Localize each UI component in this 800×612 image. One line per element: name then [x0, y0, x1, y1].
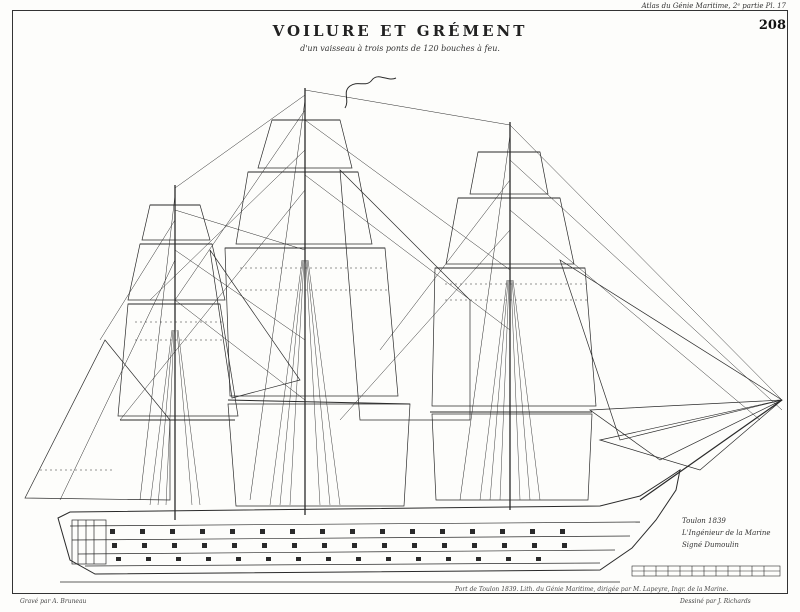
signature-line1: L'Ingénieur de la Marine — [682, 529, 771, 537]
footer-engraver: Gravé par A. Bruneau — [20, 598, 87, 605]
signature-block: Toulon 1839 L'Ingénieur de la Marine Sig… — [682, 515, 771, 551]
ship-hull — [57, 399, 783, 575]
footer-draftsman: Dessiné par J. Richards — [680, 598, 751, 605]
gun-ports — [110, 529, 567, 561]
shrouds — [149, 259, 541, 506]
masts — [174, 88, 511, 520]
rigging — [59, 89, 783, 501]
reef-points — [40, 267, 588, 471]
pennant — [344, 76, 397, 109]
plate-title: VOILURE ET GRÉMENT — [272, 22, 528, 40]
spanker-sail — [24, 339, 171, 501]
plate-number: 208 — [758, 18, 786, 33]
plate-subtitle: d'un vaisseau à trois ponts de 120 bouch… — [300, 44, 500, 53]
plate-border — [12, 10, 788, 594]
atlas-reference: Atlas du Génie Maritime, 2ᵉ partie Pl. 1… — [641, 2, 786, 10]
footer-lithography: Port de Toulon 1839. Lith. du Génie Mari… — [455, 586, 729, 593]
square-sails — [117, 119, 597, 507]
yards — [120, 119, 592, 421]
scale-bar — [631, 565, 781, 577]
signature-place-date: Toulon 1839 — [682, 517, 726, 525]
signature-line2: Signé Dumoulin — [682, 541, 739, 549]
staysails — [209, 169, 783, 471]
